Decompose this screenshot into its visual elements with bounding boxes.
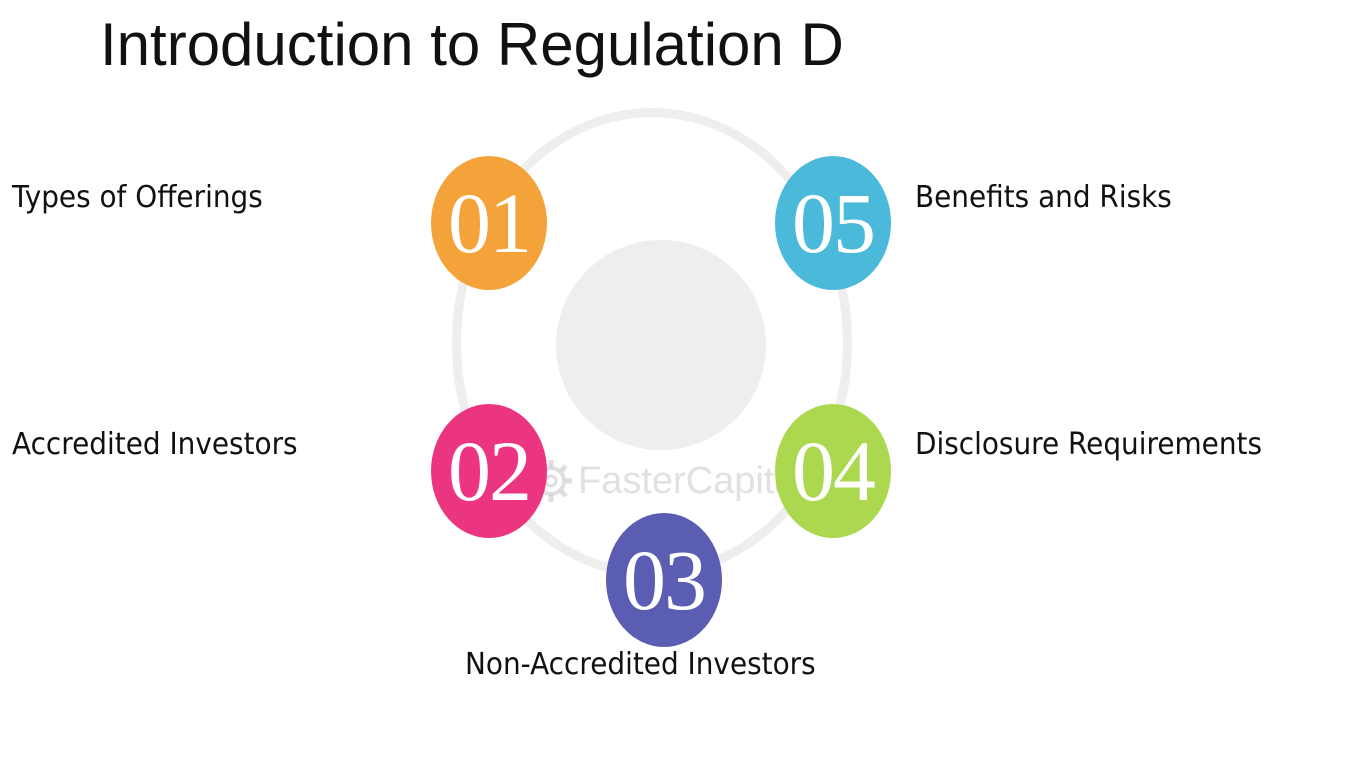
watermark-text: FasterCapital (578, 459, 804, 502)
step-label-02: Accredited Investors (12, 427, 298, 462)
step-badge-03: 03 (606, 513, 722, 647)
step-label-01: Types of Offerings (12, 180, 263, 215)
step-badge-01: 01 (431, 156, 547, 290)
step-number-05: 05 (792, 175, 876, 271)
step-badge-05: 05 (775, 156, 891, 290)
step-badge-02: 02 (431, 404, 547, 538)
step-badge-04: 04 (775, 404, 891, 538)
step-number-04: 04 (792, 423, 876, 519)
step-number-03: 03 (623, 532, 707, 628)
step-label-03: Non-Accredited Investors (465, 647, 816, 682)
step-number-01: 01 (448, 175, 532, 271)
watermark: FasterCapital (528, 458, 804, 504)
page-title: Introduction to Regulation D (100, 11, 844, 78)
step-number-02: 02 (448, 423, 532, 519)
center-hub (556, 240, 766, 450)
step-label-05: Benefits and Risks (915, 180, 1172, 215)
step-label-04: Disclosure Requirements (915, 427, 1263, 462)
